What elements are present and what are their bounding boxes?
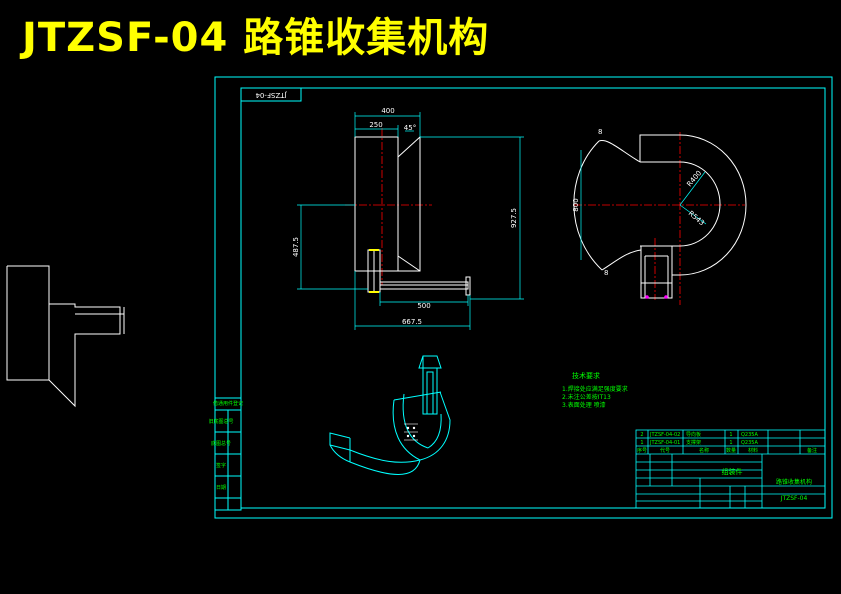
title-block: [635, 429, 826, 509]
bom-material: Q235A: [741, 440, 758, 446]
title-block-text: 2 JTZSF-04-02 导向板 1 Q235A 1 JTZSF-04-01 …: [637, 431, 817, 502]
bom-qty: 1: [729, 432, 732, 438]
bom-code: JTZSF-04-01: [649, 440, 680, 446]
technical-notes: 技术要求 1.焊接处应满足强度要求 2.未注公差按IT13 3.表面处理 喷漆: [562, 371, 628, 409]
dim-arc-height: 800: [572, 198, 580, 211]
side-block-label: 借通用件登记: [213, 400, 243, 407]
drawing-frame: [214, 76, 833, 519]
bom-code: JTZSF-04-02: [649, 432, 680, 438]
bom-name: 导向板: [686, 431, 701, 438]
outside-part-sketch: [6, 265, 125, 408]
drawing-code-tag-text: JTZSF-04: [255, 91, 288, 99]
notes-item: 3.表面处理 喷漆: [562, 401, 606, 409]
bom-no: 1: [640, 440, 643, 446]
part-name: 路锥收集机构: [776, 478, 812, 486]
bom-header: 名称: [699, 447, 709, 454]
bom-header: 备注: [807, 447, 817, 454]
bom-qty: 1: [729, 440, 732, 446]
dim-total-height: 927.5: [510, 208, 518, 228]
isometric-view: [329, 355, 451, 475]
dim-bottom-width: 667.5: [402, 318, 422, 326]
bom-header: 数量: [726, 447, 736, 454]
dim-top-width: 400: [381, 107, 394, 115]
dim-radius-outer: R400: [685, 169, 703, 188]
drawing-code-tag: JTZSF-04: [240, 87, 302, 102]
part-code: JTZSF-04: [780, 495, 808, 502]
notes-item: 2.未注公差按IT13: [562, 393, 611, 401]
dim-left-height: 487.5: [292, 237, 300, 257]
dim-angle: 45°: [404, 124, 416, 132]
bom-header: 序号: [637, 447, 647, 454]
page-title: JTZSF-04 路锥收集机构: [22, 15, 490, 61]
dim-arm-length: 500: [417, 302, 430, 310]
bom-header: 代号: [660, 447, 670, 454]
front-view: 400 250 45° 927.5 487.5 500 667.5: [292, 107, 524, 330]
notes-heading: 技术要求: [572, 371, 600, 380]
side-registration-block: [214, 397, 242, 511]
bom-no: 2: [640, 432, 643, 438]
bom-material: Q235A: [741, 432, 758, 438]
side-block-label: 底图总号: [211, 440, 231, 447]
assembly-label: 组装件: [722, 467, 743, 476]
side-block-labels: 借通用件登记 旧底图总号 底图总号 签字 日期: [208, 400, 243, 491]
top-view: R400 R543 800 8 8: [572, 128, 747, 305]
side-block-label: 旧底图总号: [208, 418, 233, 425]
dim-corner-bottom: 8: [604, 269, 608, 277]
notes-item: 1.焊接处应满足强度要求: [562, 385, 628, 393]
side-block-label: 日期: [216, 485, 226, 491]
dim-inner-width: 250: [369, 121, 382, 129]
side-block-label: 签字: [216, 462, 226, 469]
bom-header: 材料: [748, 447, 758, 454]
dim-corner-top: 8: [598, 128, 602, 136]
dim-radius-inner: R543: [687, 209, 706, 227]
bom-name: 支撑架: [686, 439, 701, 446]
